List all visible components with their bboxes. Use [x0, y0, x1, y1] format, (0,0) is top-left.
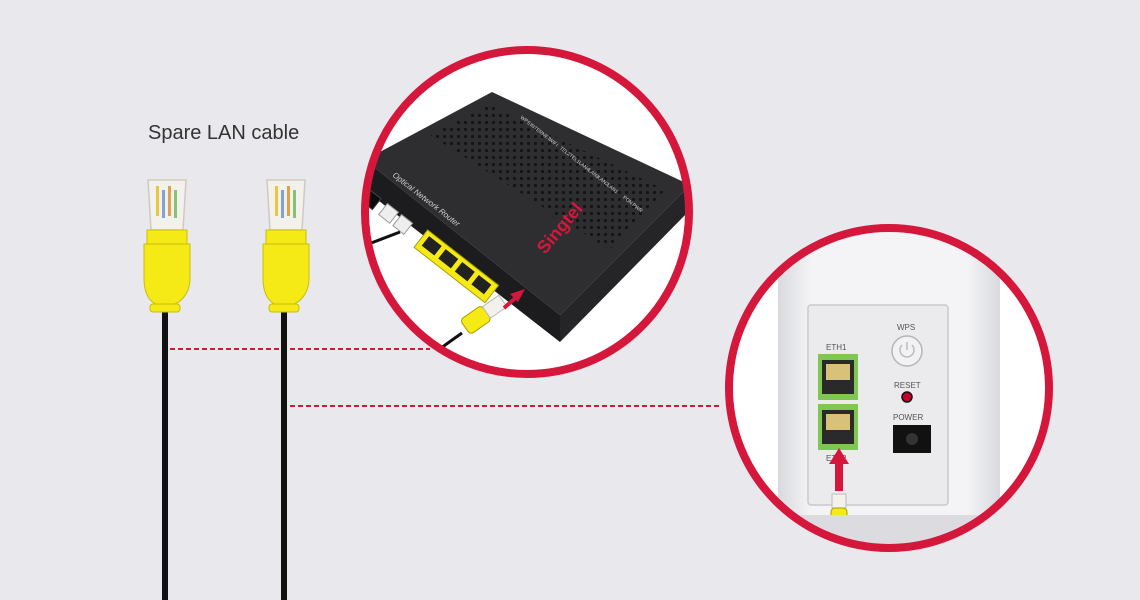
eth1-label: ETH1	[826, 343, 847, 352]
rj45-plug	[266, 179, 306, 231]
circle-ring	[361, 46, 693, 378]
mesh-zoom-circle: ETH1 ETH2 WPS RESET POWER	[725, 224, 1053, 552]
connector-boot	[265, 229, 307, 245]
router-vents	[430, 105, 665, 250]
router-front	[365, 160, 560, 342]
wps-label: WPS	[897, 323, 915, 332]
router-plug	[461, 294, 508, 334]
circle-ring	[725, 224, 1053, 552]
router-zoom-circle: Singtel Optical Network Router WPS INTER…	[361, 46, 693, 378]
led-label: PON	[621, 195, 634, 207]
rj45-plug	[147, 179, 187, 231]
wps-button	[891, 335, 923, 367]
cable-wire	[281, 300, 287, 600]
reset-hole	[901, 391, 913, 403]
lan-cable-end-1	[143, 179, 191, 600]
connector-boot	[146, 229, 188, 245]
eth2-arrow	[829, 448, 849, 464]
cable-caption: Spare LAN cable	[148, 122, 300, 144]
lan-cable-end-2	[262, 179, 310, 600]
router-top	[365, 92, 689, 315]
led-label: WIFI	[547, 137, 559, 148]
cable-wire	[162, 300, 168, 600]
power-label: POWER	[893, 413, 923, 422]
reset-label: RESET	[894, 381, 921, 390]
